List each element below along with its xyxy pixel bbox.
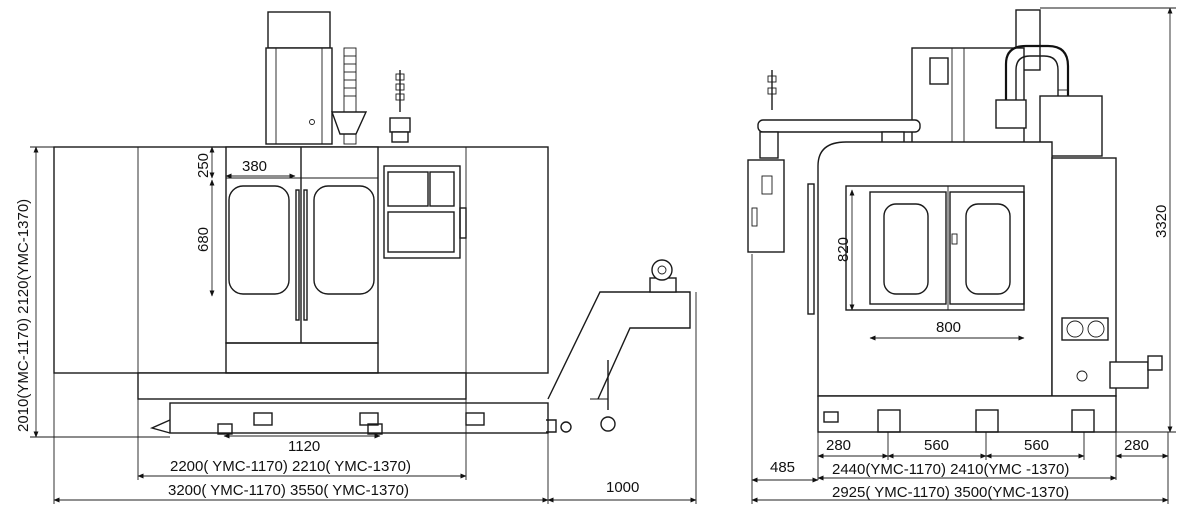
dim-width-long: 3200( YMC-1170) 3550( YMC-1370) bbox=[168, 482, 409, 499]
side-window-left bbox=[883, 203, 929, 295]
side-column-body bbox=[911, 47, 1025, 145]
bellows-cover bbox=[343, 47, 357, 145]
side-window-right bbox=[965, 203, 1011, 295]
machine-base bbox=[169, 402, 549, 434]
side-control-panel bbox=[747, 159, 785, 253]
side-motor bbox=[1109, 361, 1149, 389]
side-view: 820 800 280 560 560 280 485 2440(YMC-117… bbox=[747, 7, 1176, 504]
door-handle-left bbox=[295, 189, 300, 321]
dim-depth-long: 2925( YMC-1170) 3500(YMC-1370) bbox=[832, 484, 1069, 501]
signal-tower bbox=[389, 70, 411, 143]
dim-3320: 3320 bbox=[1153, 205, 1170, 238]
motor-bracket bbox=[331, 111, 368, 135]
cable-hose bbox=[1004, 44, 1070, 150]
dim-800: 800 bbox=[936, 319, 961, 336]
dim-485: 485 bbox=[770, 459, 795, 476]
dim-1120: 1120 bbox=[288, 438, 320, 455]
dim-width-short: 2200( YMC-1170) 2210( YMC-1370) bbox=[170, 458, 411, 475]
side-door-frame bbox=[845, 185, 1025, 311]
dim-820: 820 bbox=[835, 237, 852, 262]
dim-1000: 1000 bbox=[606, 479, 639, 496]
door-window-left bbox=[228, 185, 290, 295]
dim-250: 250 bbox=[195, 153, 212, 178]
dim-380: 380 bbox=[242, 158, 267, 175]
column-body bbox=[265, 47, 333, 145]
side-base bbox=[817, 395, 1117, 433]
dim-680: 680 bbox=[195, 227, 212, 252]
dim-560-b: 560 bbox=[1024, 437, 1049, 454]
dim-depth-short: 2440(YMC-1170) 2410(YMC -1370) bbox=[832, 461, 1069, 478]
dim-560-a: 560 bbox=[924, 437, 949, 454]
door-window-right bbox=[313, 185, 375, 295]
dim-280-right: 280 bbox=[1124, 437, 1149, 454]
control-panel bbox=[383, 165, 467, 259]
chip-conveyor bbox=[546, 259, 691, 433]
panel-arm bbox=[747, 70, 921, 253]
dim-280-left: 280 bbox=[826, 437, 851, 454]
electric-cabinet bbox=[1051, 157, 1117, 397]
dim-height: 2010(YMC-1170) 2120(YMC-1370) bbox=[15, 199, 32, 432]
base-plinth bbox=[137, 372, 467, 400]
door-handle-right bbox=[303, 189, 308, 321]
column-top bbox=[267, 11, 331, 49]
front-view: 380 250 680 1120 2200( YMC-1170) 2210( Y… bbox=[15, 11, 697, 504]
